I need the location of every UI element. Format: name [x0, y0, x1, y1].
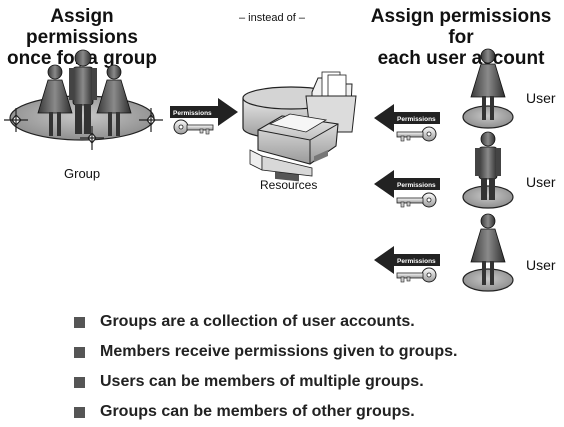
instead-of-label: – instead of –	[238, 12, 306, 24]
bullet-square-icon	[74, 377, 85, 388]
bullet-square-icon	[74, 317, 85, 328]
user-man-icon	[462, 131, 514, 209]
bullet-list: Groups are a collection of user accounts…	[74, 307, 457, 427]
star-icon	[80, 126, 104, 150]
group-man-icon	[69, 49, 97, 134]
group-woman-right-icon	[96, 64, 132, 136]
bullet-square-icon	[74, 407, 85, 418]
user-permissions-arrow-1: Permissions	[374, 104, 440, 132]
group-label: Group	[64, 166, 101, 181]
user-woman-icon	[462, 48, 514, 129]
bullet-text: Members receive permissions given to gro…	[100, 343, 458, 360]
user-permissions-arrow-2: Permissions	[374, 170, 440, 198]
key-icon	[173, 119, 214, 135]
bullet-item: Groups are a collection of user accounts…	[74, 307, 457, 337]
svg-text:Permissions: Permissions	[173, 110, 212, 117]
key-icon	[396, 267, 437, 283]
group-permissions-arrow: Permissions	[170, 98, 238, 126]
svg-text:Permissions: Permissions	[397, 116, 436, 123]
svg-text:Permissions: Permissions	[397, 258, 436, 265]
group-woman-left-icon	[37, 64, 73, 136]
star-icon	[139, 108, 163, 132]
bullet-item: Groups can be members of other groups.	[74, 397, 457, 427]
bullet-text: Users can be members of multiple groups.	[100, 373, 424, 390]
user-woman-icon	[462, 213, 514, 292]
right-heading: Assign permissions for each user account	[360, 6, 562, 69]
diagram-artwork: Permissions Permissions	[4, 48, 514, 292]
svg-text:Permissions: Permissions	[397, 182, 436, 189]
key-icon	[396, 126, 437, 142]
bullet-item: Users can be members of multiple groups.	[74, 367, 457, 397]
right-heading-line2: each user account	[377, 48, 545, 69]
star-icon	[4, 108, 28, 132]
bullet-text: Groups are a collection of user accounts…	[100, 313, 415, 330]
user-label-3: User	[526, 257, 556, 273]
right-heading-line1: Assign permissions for	[370, 6, 552, 48]
resources-illustration	[242, 71, 357, 182]
key-icon	[396, 192, 437, 208]
bullet-item: Members receive permissions given to gro…	[74, 337, 457, 367]
user-permissions-arrow-3: Permissions	[374, 246, 440, 274]
user-label-1: User	[526, 90, 556, 106]
resources-label: Resources	[260, 178, 318, 192]
bullet-text: Groups can be members of other groups.	[100, 403, 415, 420]
left-heading-line1: Assign permissions	[26, 6, 138, 48]
user-label-2: User	[526, 174, 556, 190]
bullet-square-icon	[74, 347, 85, 358]
